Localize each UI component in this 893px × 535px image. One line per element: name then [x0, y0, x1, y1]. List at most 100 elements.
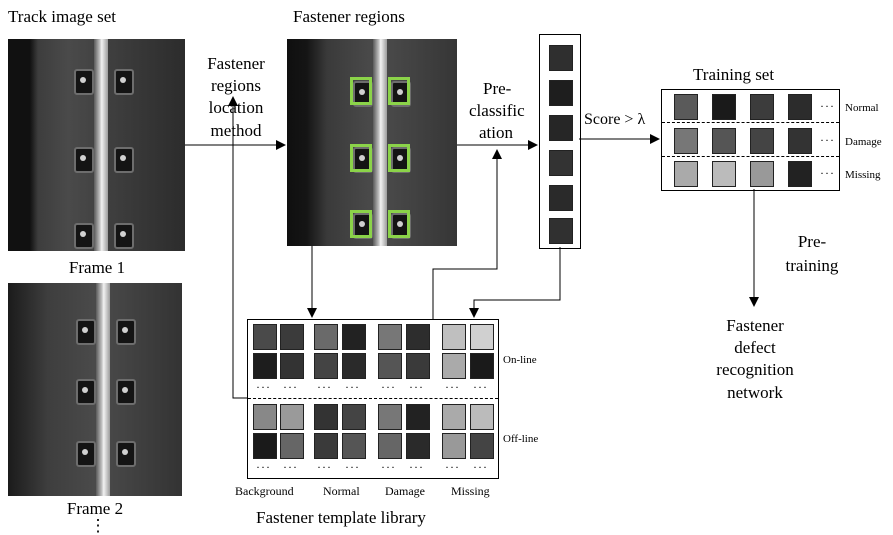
frame2-image — [8, 283, 182, 496]
template-thumb — [378, 353, 402, 379]
template-more: ··· — [283, 380, 298, 394]
arrow-library-to-location — [228, 96, 247, 399]
template-more: ··· — [445, 460, 460, 474]
template-thumb — [442, 404, 466, 430]
training-sample — [674, 128, 698, 154]
training-row-damage: Damage — [845, 136, 882, 148]
template-more: ··· — [256, 460, 271, 474]
frame1-label: Frame 1 — [68, 258, 126, 277]
detection-box — [350, 210, 372, 238]
template-thumb — [470, 324, 494, 350]
more-frames-dots: ⋮ — [89, 516, 107, 535]
network-line1: Fastener — [726, 316, 784, 335]
template-thumb — [280, 353, 304, 379]
preclass-line1: Pre- — [483, 79, 512, 98]
template-thumb — [470, 433, 494, 459]
template-thumb — [253, 324, 277, 350]
training-set-title: Training set — [693, 65, 775, 84]
library-col-missing: Missing — [451, 484, 490, 498]
library-col-normal: Normal — [323, 484, 360, 498]
template-more: ··· — [409, 380, 424, 394]
location-method-line4: method — [210, 121, 262, 140]
pretraining-line1: Pre- — [797, 232, 827, 251]
training-sample — [788, 128, 812, 154]
frame2-label: Frame 2 — [66, 499, 124, 518]
training-sample — [674, 161, 698, 187]
training-sample — [712, 128, 736, 154]
template-thumb — [314, 433, 338, 459]
template-more: ··· — [381, 460, 396, 474]
template-thumb — [342, 433, 366, 459]
patch-thumbnail — [549, 218, 573, 244]
template-thumb — [442, 324, 466, 350]
template-library-panel: ··· ··· ··· ··· ··· ··· ··· ··· ··· ··· … — [247, 319, 499, 479]
template-more: ··· — [381, 380, 396, 394]
arrow-library-to-preclass — [432, 149, 502, 319]
training-set-panel: ··· ··· ··· — [661, 89, 840, 191]
template-thumb — [280, 433, 304, 459]
training-sample — [750, 94, 774, 120]
patch-thumbnail — [549, 115, 573, 141]
patch-thumbnail — [549, 150, 573, 176]
track-image-set-title: Track image set — [8, 7, 116, 26]
library-col-damage: Damage — [385, 484, 425, 498]
training-more: ··· — [820, 133, 835, 147]
template-thumb — [314, 404, 338, 430]
location-method-line3: location — [208, 98, 264, 117]
pretraining-line2: training — [785, 256, 839, 275]
template-more: ··· — [345, 460, 360, 474]
template-thumb — [406, 324, 430, 350]
template-more: ··· — [317, 380, 332, 394]
preclass-line2: classific — [469, 101, 525, 120]
location-method-line1: Fastener — [207, 54, 265, 73]
library-col-background: Background — [235, 484, 294, 498]
template-more: ··· — [345, 380, 360, 394]
template-thumb — [342, 404, 366, 430]
template-thumb — [253, 353, 277, 379]
score-threshold-label: Score > λ — [584, 111, 646, 128]
preclass-line3: ation — [479, 123, 513, 142]
template-thumb — [470, 404, 494, 430]
template-thumb — [280, 324, 304, 350]
detection-box — [388, 210, 410, 238]
training-more: ··· — [820, 166, 835, 180]
template-thumb — [253, 433, 277, 459]
template-more: ··· — [317, 460, 332, 474]
template-thumb — [406, 433, 430, 459]
arrow-patches-to-library — [469, 247, 561, 318]
template-thumb — [253, 404, 277, 430]
training-sample — [788, 161, 812, 187]
template-library-title: Fastener template library — [256, 508, 426, 527]
fastener-regions-image — [287, 39, 457, 246]
template-more: ··· — [473, 460, 488, 474]
patch-thumbnail — [549, 185, 573, 211]
patch-thumbnail — [549, 80, 573, 106]
training-sample — [712, 161, 736, 187]
training-sample — [788, 94, 812, 120]
template-more: ··· — [473, 380, 488, 394]
frame1-image — [8, 39, 185, 251]
template-thumb — [342, 324, 366, 350]
training-more: ··· — [820, 99, 835, 113]
network-line2: defect — [734, 338, 776, 357]
training-sample — [712, 94, 736, 120]
template-thumb — [314, 353, 338, 379]
network-line3: recognition — [716, 360, 794, 379]
template-thumb — [378, 404, 402, 430]
template-more: ··· — [283, 460, 298, 474]
template-thumb — [442, 433, 466, 459]
cropped-patches-column — [539, 34, 581, 249]
detection-box — [388, 144, 410, 172]
location-method-line2: regions — [210, 76, 262, 95]
template-thumb — [406, 404, 430, 430]
library-row-online: On-line — [503, 354, 537, 366]
library-row-offline: Off-line — [503, 433, 539, 445]
template-more: ··· — [409, 460, 424, 474]
template-thumb — [342, 353, 366, 379]
training-sample — [674, 94, 698, 120]
training-row-normal: Normal — [845, 102, 879, 114]
detection-box — [350, 77, 372, 105]
template-more: ··· — [445, 380, 460, 394]
template-thumb — [280, 404, 304, 430]
